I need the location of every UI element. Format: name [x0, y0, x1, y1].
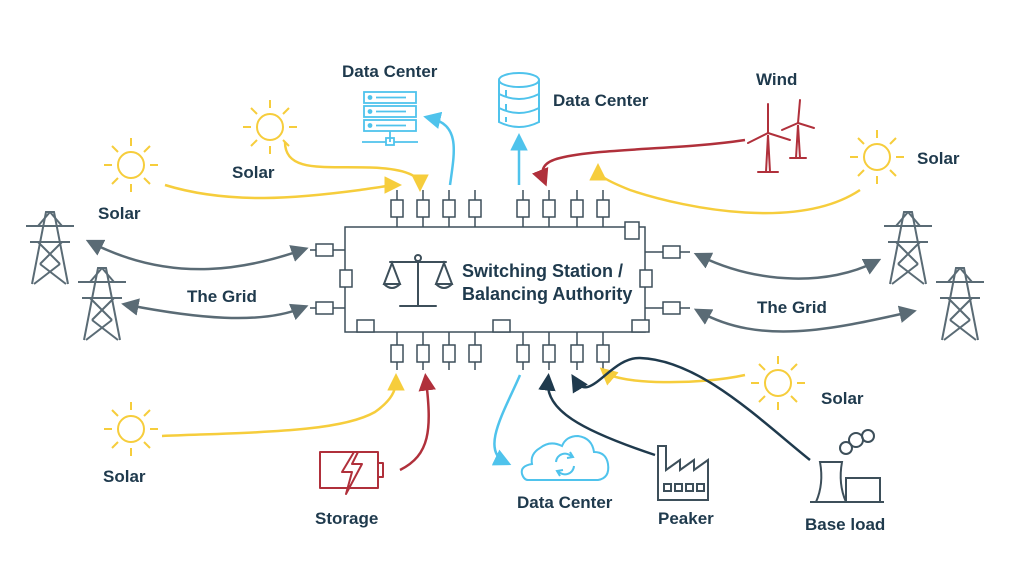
flow-peaker: [538, 373, 656, 457]
label-storage: Storage: [315, 509, 378, 528]
transmission-tower-icon: [26, 211, 74, 285]
flow-grid-left-upper: [85, 239, 309, 271]
station-bottom-connectors: [390, 332, 610, 370]
database-icon: [498, 72, 540, 128]
power-plant-icon: [810, 429, 884, 503]
flow-base-load: [571, 356, 811, 461]
switching-station: [310, 190, 690, 370]
balance-scale-icon: [382, 254, 454, 307]
transmission-tower-icon: [78, 267, 126, 341]
label-peaker: Peaker: [658, 509, 714, 528]
cloud-sync-icon: [520, 434, 610, 481]
label-solar-top-mid: Solar: [232, 163, 275, 182]
label-grid-left: The Grid: [187, 287, 257, 306]
server-rack-icon: [362, 91, 418, 146]
flow-solar-bottom-left: [161, 373, 405, 438]
label-data-center-bottom: Data Center: [517, 493, 613, 512]
wind-turbine-icon: [747, 99, 815, 173]
label-grid-right: The Grid: [757, 298, 827, 317]
transmission-tower-icon: [884, 211, 932, 285]
flow-solar-top-right: [589, 163, 861, 215]
flow-solar-left: [164, 176, 402, 200]
sun-icon: [850, 130, 904, 184]
sun-icon: [104, 402, 158, 456]
label-solar-bottom-left: Solar: [103, 467, 146, 486]
label-wind: Wind: [756, 70, 797, 89]
label-data-center-top-left: Data Center: [342, 62, 438, 81]
station-top-connectors: [390, 190, 610, 227]
label-solar-bottom-right: Solar: [821, 389, 864, 408]
station-title-line2: Balancing Authority: [462, 284, 632, 304]
sun-icon: [104, 138, 158, 192]
flow-data-center-bottom: [491, 374, 522, 466]
sun-icon: [243, 100, 297, 154]
label-solar-left: Solar: [98, 204, 141, 223]
flow-grid-right-upper: [693, 252, 882, 280]
label-solar-top-right: Solar: [917, 149, 960, 168]
transmission-tower-icon: [936, 267, 984, 341]
flow-solar-top-mid: [283, 141, 429, 192]
flow-grid-right-lower: [693, 305, 917, 333]
flow-data-center-top-left: [423, 111, 456, 186]
station-side-connectors: [310, 243, 690, 315]
flow-wind: [531, 138, 746, 187]
battery-charging-icon: [319, 451, 384, 495]
flow-storage: [399, 373, 436, 472]
station-inner-boxes: [339, 221, 653, 333]
flow-solar-bottom-right: [599, 367, 746, 386]
label-data-center-top-mid: Data Center: [553, 91, 649, 110]
label-base-load: Base load: [805, 515, 885, 534]
factory-icon: [657, 445, 709, 501]
flow-grid-left-lower: [121, 298, 309, 321]
sun-icon: [751, 356, 805, 410]
station-title-line1: Switching Station /: [462, 261, 623, 281]
